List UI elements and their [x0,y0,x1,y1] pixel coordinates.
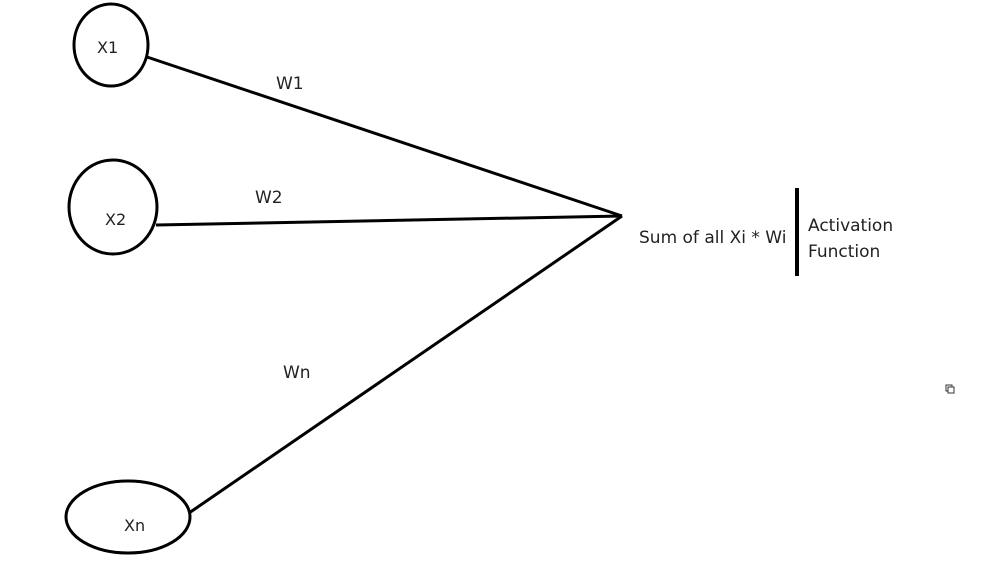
activation-label-line1: Activation [808,216,894,236]
input-node-x1 [72,2,150,88]
input-label-xn: Xn [124,516,146,535]
connection-wn [188,214,623,515]
input-label-x1: X1 [97,38,119,57]
input-label-x2: X2 [105,210,127,229]
weight-label-w1: W1 [276,74,304,94]
input-node-x2 [67,158,159,256]
weight-label-wn: Wn [283,363,311,383]
activation-function-label: Activation Function [808,213,893,265]
weight-label-w2: W2 [255,188,283,208]
input-node-xn [64,479,192,555]
connection-w1 [146,55,623,218]
summation-label: Sum of all Xi * Wi [639,228,787,248]
activation-label-line2: Function [808,242,881,262]
connection-w2 [155,214,623,227]
resize-handle-icon[interactable] [945,384,955,394]
